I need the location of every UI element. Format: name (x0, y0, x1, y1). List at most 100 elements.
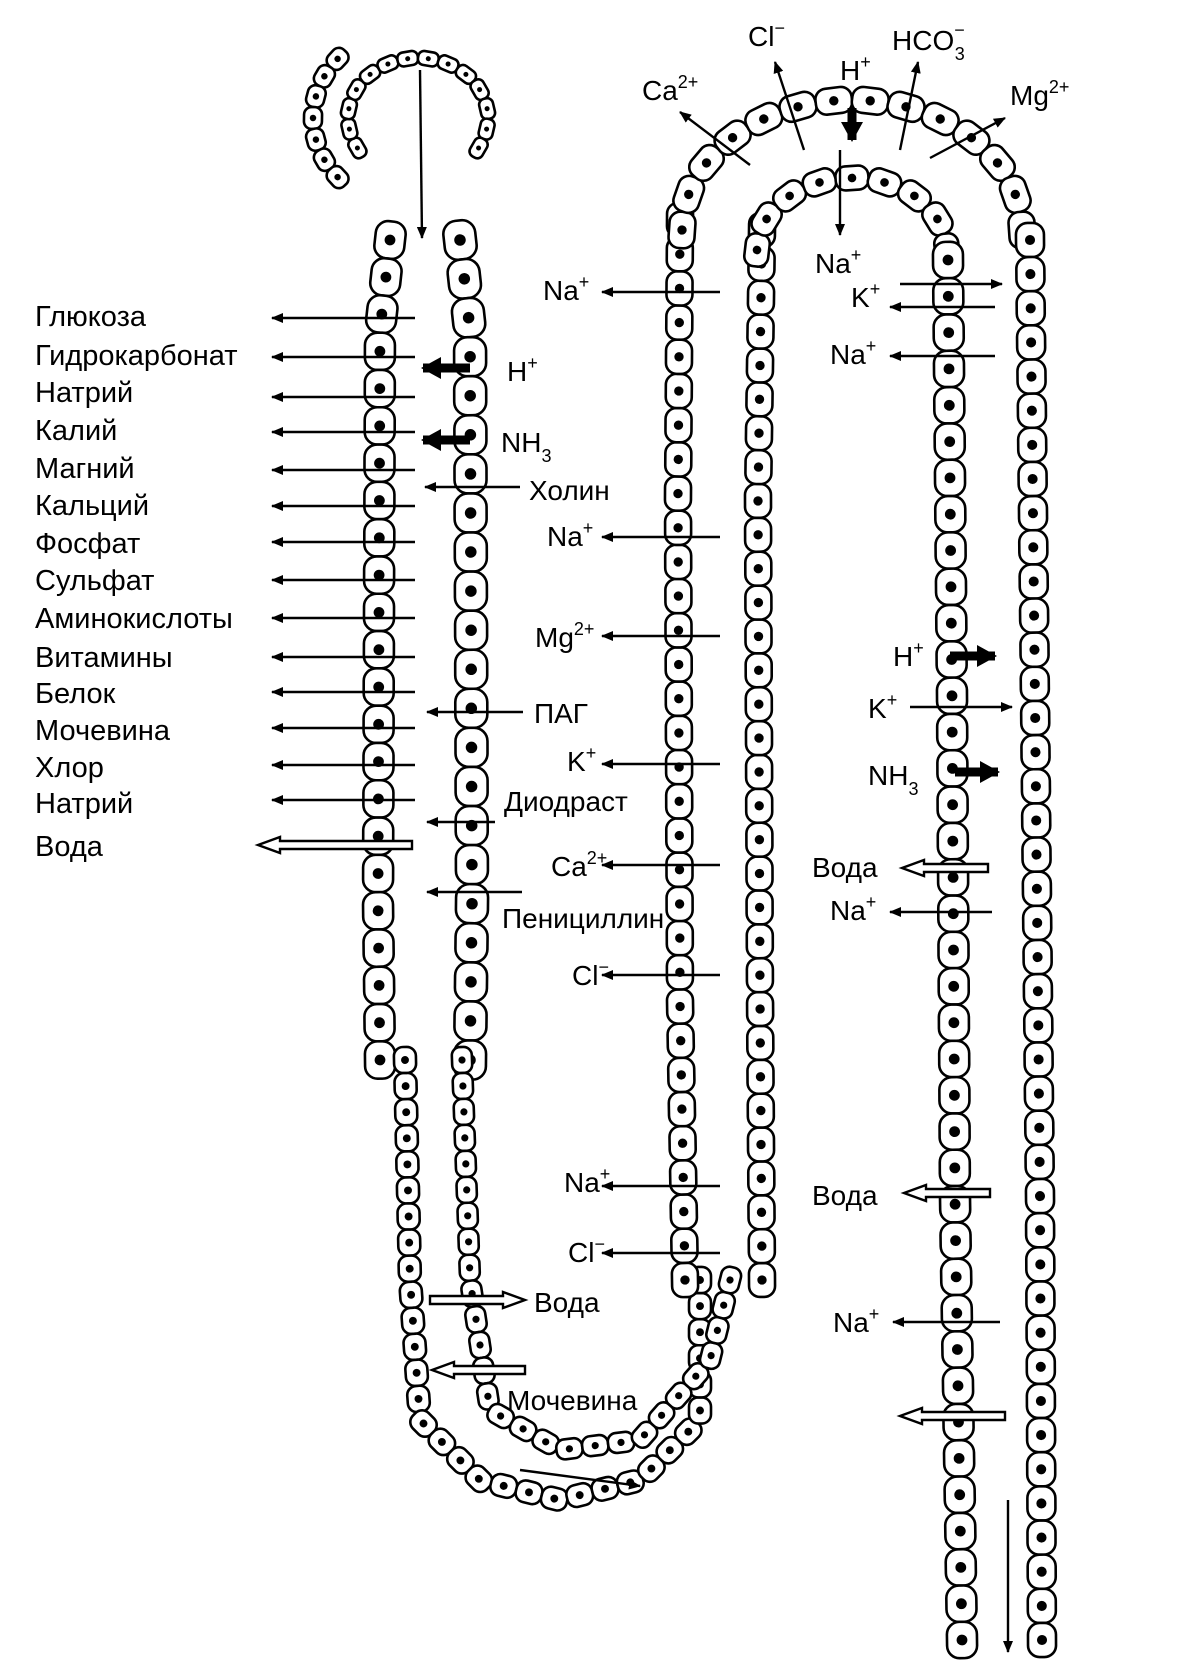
epithelial-cell (663, 475, 693, 513)
cell-nucleus (727, 133, 738, 143)
epithelial-cell (373, 219, 407, 261)
cell-nucleus (1031, 849, 1042, 860)
urea-efflux-arrow (896, 1406, 1007, 1426)
epithelial-cell (402, 1332, 428, 1362)
cell-nucleus (1027, 439, 1038, 450)
cell-nucleus (1036, 1430, 1047, 1441)
cell-nucleus (373, 942, 385, 954)
epithelial-cell (1014, 221, 1046, 259)
ion-label: Вода (534, 1287, 600, 1318)
cell-nucleus (1035, 1361, 1046, 1372)
cell-nucleus (755, 1004, 765, 1014)
cell-nucleus (454, 234, 466, 246)
epithelial-cell (340, 117, 359, 141)
epithelial-cell (454, 843, 490, 886)
cell-nucleus (754, 767, 764, 777)
cell-nucleus (753, 597, 764, 608)
cell-nucleus (374, 1017, 385, 1029)
epithelial-cell (456, 1201, 480, 1231)
cell-nucleus (425, 56, 431, 62)
epithelial-cell (937, 930, 970, 970)
cell-nucleus (1010, 189, 1020, 200)
epithelial-cell (1024, 1143, 1055, 1181)
epithelial-cell (941, 1330, 974, 1369)
cell-nucleus (403, 1160, 412, 1169)
epithelial-cell (404, 1358, 430, 1388)
epithelial-cell (743, 482, 773, 520)
cell-nucleus (756, 1173, 766, 1184)
epithelial-cell (339, 96, 359, 121)
cell-nucleus (935, 114, 945, 124)
cell-nucleus (1026, 405, 1037, 416)
epithelial-cell (668, 1124, 698, 1162)
epithelial-cell (392, 1045, 418, 1075)
epithelial-cell (454, 1149, 478, 1179)
epithelial-cell (664, 1381, 693, 1410)
cell-nucleus (673, 591, 684, 601)
epithelial-cell (1023, 1109, 1055, 1147)
cell-nucleus (373, 681, 385, 693)
cell-nucleus (408, 1316, 417, 1325)
cell-nucleus (405, 1238, 414, 1247)
epithelial-cell (362, 555, 396, 596)
cell-nucleus (334, 173, 341, 181)
cell-nucleus (675, 1392, 683, 1400)
epithelial-cell (934, 603, 968, 643)
calcium-arrow (679, 111, 751, 166)
epithelial-cell (453, 570, 489, 612)
reabsorbed-substances-list: Глюкоза Гидрокарбонат Натрий Калий Магни… (35, 301, 238, 863)
ion-label: Ca2+ (551, 848, 607, 882)
epithelial-cell (666, 1056, 696, 1094)
cell-nucleus (575, 1491, 584, 1500)
epithelial-cell (932, 385, 966, 425)
cell-nucleus (1036, 1464, 1047, 1475)
cell-nucleus (880, 178, 889, 187)
cell-nucleus (720, 1301, 728, 1309)
ion-label: Na+ (564, 1164, 610, 1198)
ion-label: NH3 (501, 427, 551, 466)
cell-nucleus (755, 1072, 766, 1082)
epithelial-cell (539, 1485, 569, 1512)
ion-label: K+ (868, 690, 897, 724)
epithelial-cell (1019, 631, 1050, 669)
epithelial-cell (362, 704, 395, 745)
cell-nucleus (754, 801, 764, 811)
cell-nucleus (412, 1368, 421, 1377)
cell-nucleus (419, 1419, 428, 1428)
epithelial-cell (1021, 904, 1053, 942)
cell-nucleus (374, 457, 385, 469)
epithelial-cell (1015, 324, 1047, 361)
epithelial-cell (1023, 1041, 1054, 1078)
cell-nucleus (464, 1015, 477, 1027)
cell-nucleus (757, 1275, 767, 1285)
cell-nucleus (949, 1126, 960, 1137)
epithelial-cell (363, 331, 397, 372)
epithelial-cell (664, 611, 693, 649)
cell-nucleus (334, 55, 341, 63)
cell-nucleus (410, 1342, 419, 1351)
epithelial-cell (1020, 733, 1051, 771)
cell-nucleus (465, 663, 477, 676)
cell-nucleus (755, 326, 766, 337)
cell-nucleus (950, 1235, 961, 1246)
epithelial-cell (744, 414, 774, 452)
cell-nucleus (754, 665, 764, 675)
cell-nucleus (674, 352, 684, 362)
epithelial-cell (945, 1584, 978, 1624)
epithelial-cell (771, 179, 808, 213)
cell-nucleus (460, 1108, 468, 1116)
epithelial-cell (936, 785, 969, 825)
epithelial-cell (935, 676, 969, 716)
cell-nucleus (373, 495, 385, 506)
cell-nucleus (374, 420, 386, 432)
epithelial-cell (454, 882, 490, 925)
epithelial-cell (361, 853, 395, 894)
cell-nucleus (463, 71, 469, 77)
cell-nucleus (692, 1372, 700, 1380)
substance-label: Сульфат (35, 565, 154, 597)
cell-nucleus (676, 1070, 686, 1080)
cell-nucleus (944, 472, 956, 484)
epithelial-cell (665, 919, 695, 957)
epithelial-cell (935, 712, 969, 752)
cell-nucleus (404, 1186, 412, 1195)
